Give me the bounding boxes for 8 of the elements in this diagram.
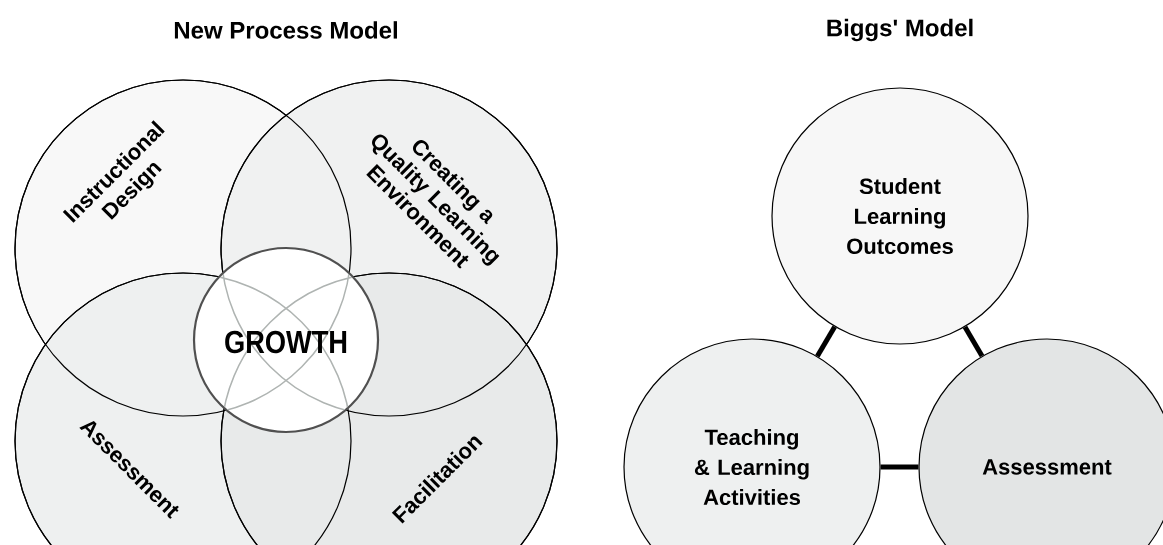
circle-node: Student Learning Outcomes — [771, 87, 1029, 345]
heading: New Process Model — [174, 21, 397, 39]
circle-node: Assessment — [918, 338, 1163, 545]
circle-node: Teaching & Learning Activities — [623, 338, 881, 545]
heading: Biggs' Model — [827, 18, 973, 42]
connector-line — [880, 464, 919, 470]
connector-line — [962, 325, 985, 358]
connector-line — [815, 325, 837, 358]
